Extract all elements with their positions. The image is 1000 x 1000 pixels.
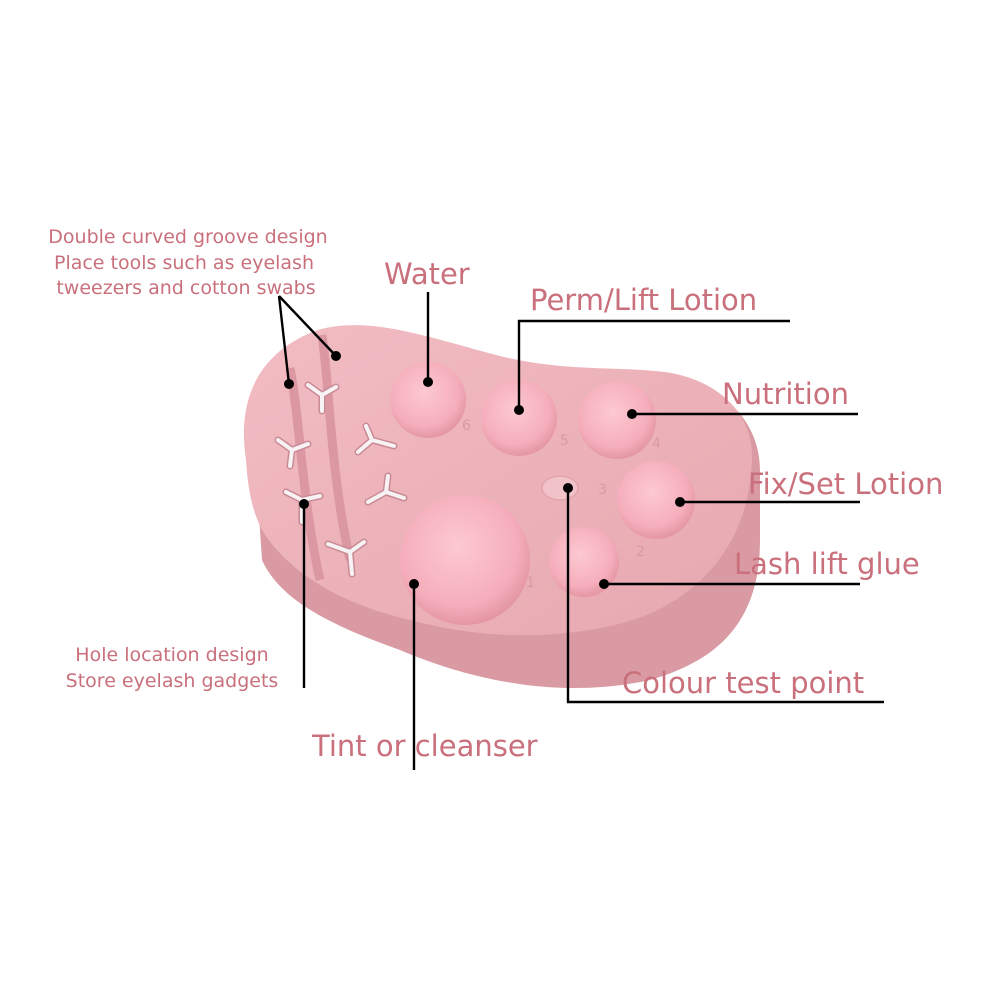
- leader-perm: [517, 319, 790, 408]
- leader-groove-a: [277, 295, 291, 385]
- well-number-2: 2: [636, 544, 645, 560]
- groove-inner: [285, 367, 325, 581]
- leader-groove-b: [278, 295, 337, 357]
- well-number-5: 5: [560, 433, 569, 449]
- slit-1: [304, 381, 340, 415]
- slit-4: [364, 472, 408, 506]
- wells: [390, 362, 695, 625]
- label-lash-lift-glue: Lash lift glue: [734, 547, 920, 581]
- slit-2: [274, 436, 312, 470]
- tool-slits: [274, 381, 408, 578]
- well-number-4: 4: [652, 436, 661, 452]
- label-water: Water: [384, 257, 470, 291]
- slit-6: [324, 538, 368, 578]
- leader-colour: [566, 488, 884, 704]
- well-6: [390, 362, 466, 438]
- label-groove-line-1: Double curved groove design: [48, 226, 327, 248]
- well-2: [549, 527, 619, 597]
- well-number-1: 1: [526, 575, 535, 591]
- leader-lines: [277, 292, 884, 770]
- label-hole-line-2: Store eyelash gadgets: [66, 670, 279, 692]
- well-number-3: 3: [598, 482, 607, 498]
- label-tint-or-cleanser: Tint or cleanser: [311, 729, 538, 763]
- label-fix-set-lotion: Fix/Set Lotion: [748, 467, 943, 501]
- label-groove-line-2: Place tools such as eyelash: [54, 252, 314, 274]
- label-perm-lift-lotion: Perm/Lift Lotion: [530, 283, 757, 317]
- label-hole-line-1: Hole location design: [75, 644, 268, 666]
- well-5: [481, 380, 557, 456]
- label-nutrition: Nutrition: [722, 377, 849, 411]
- well-3: [617, 461, 695, 539]
- well-number-6: 6: [462, 418, 471, 434]
- slit-3: [354, 422, 398, 456]
- well-1: [400, 495, 530, 625]
- groove-outer: [317, 334, 355, 561]
- well-4: [578, 381, 656, 459]
- label-colour-test-point: Colour test point: [622, 666, 864, 700]
- label-groove-line-3: tweezers and cotton swabs: [56, 277, 315, 299]
